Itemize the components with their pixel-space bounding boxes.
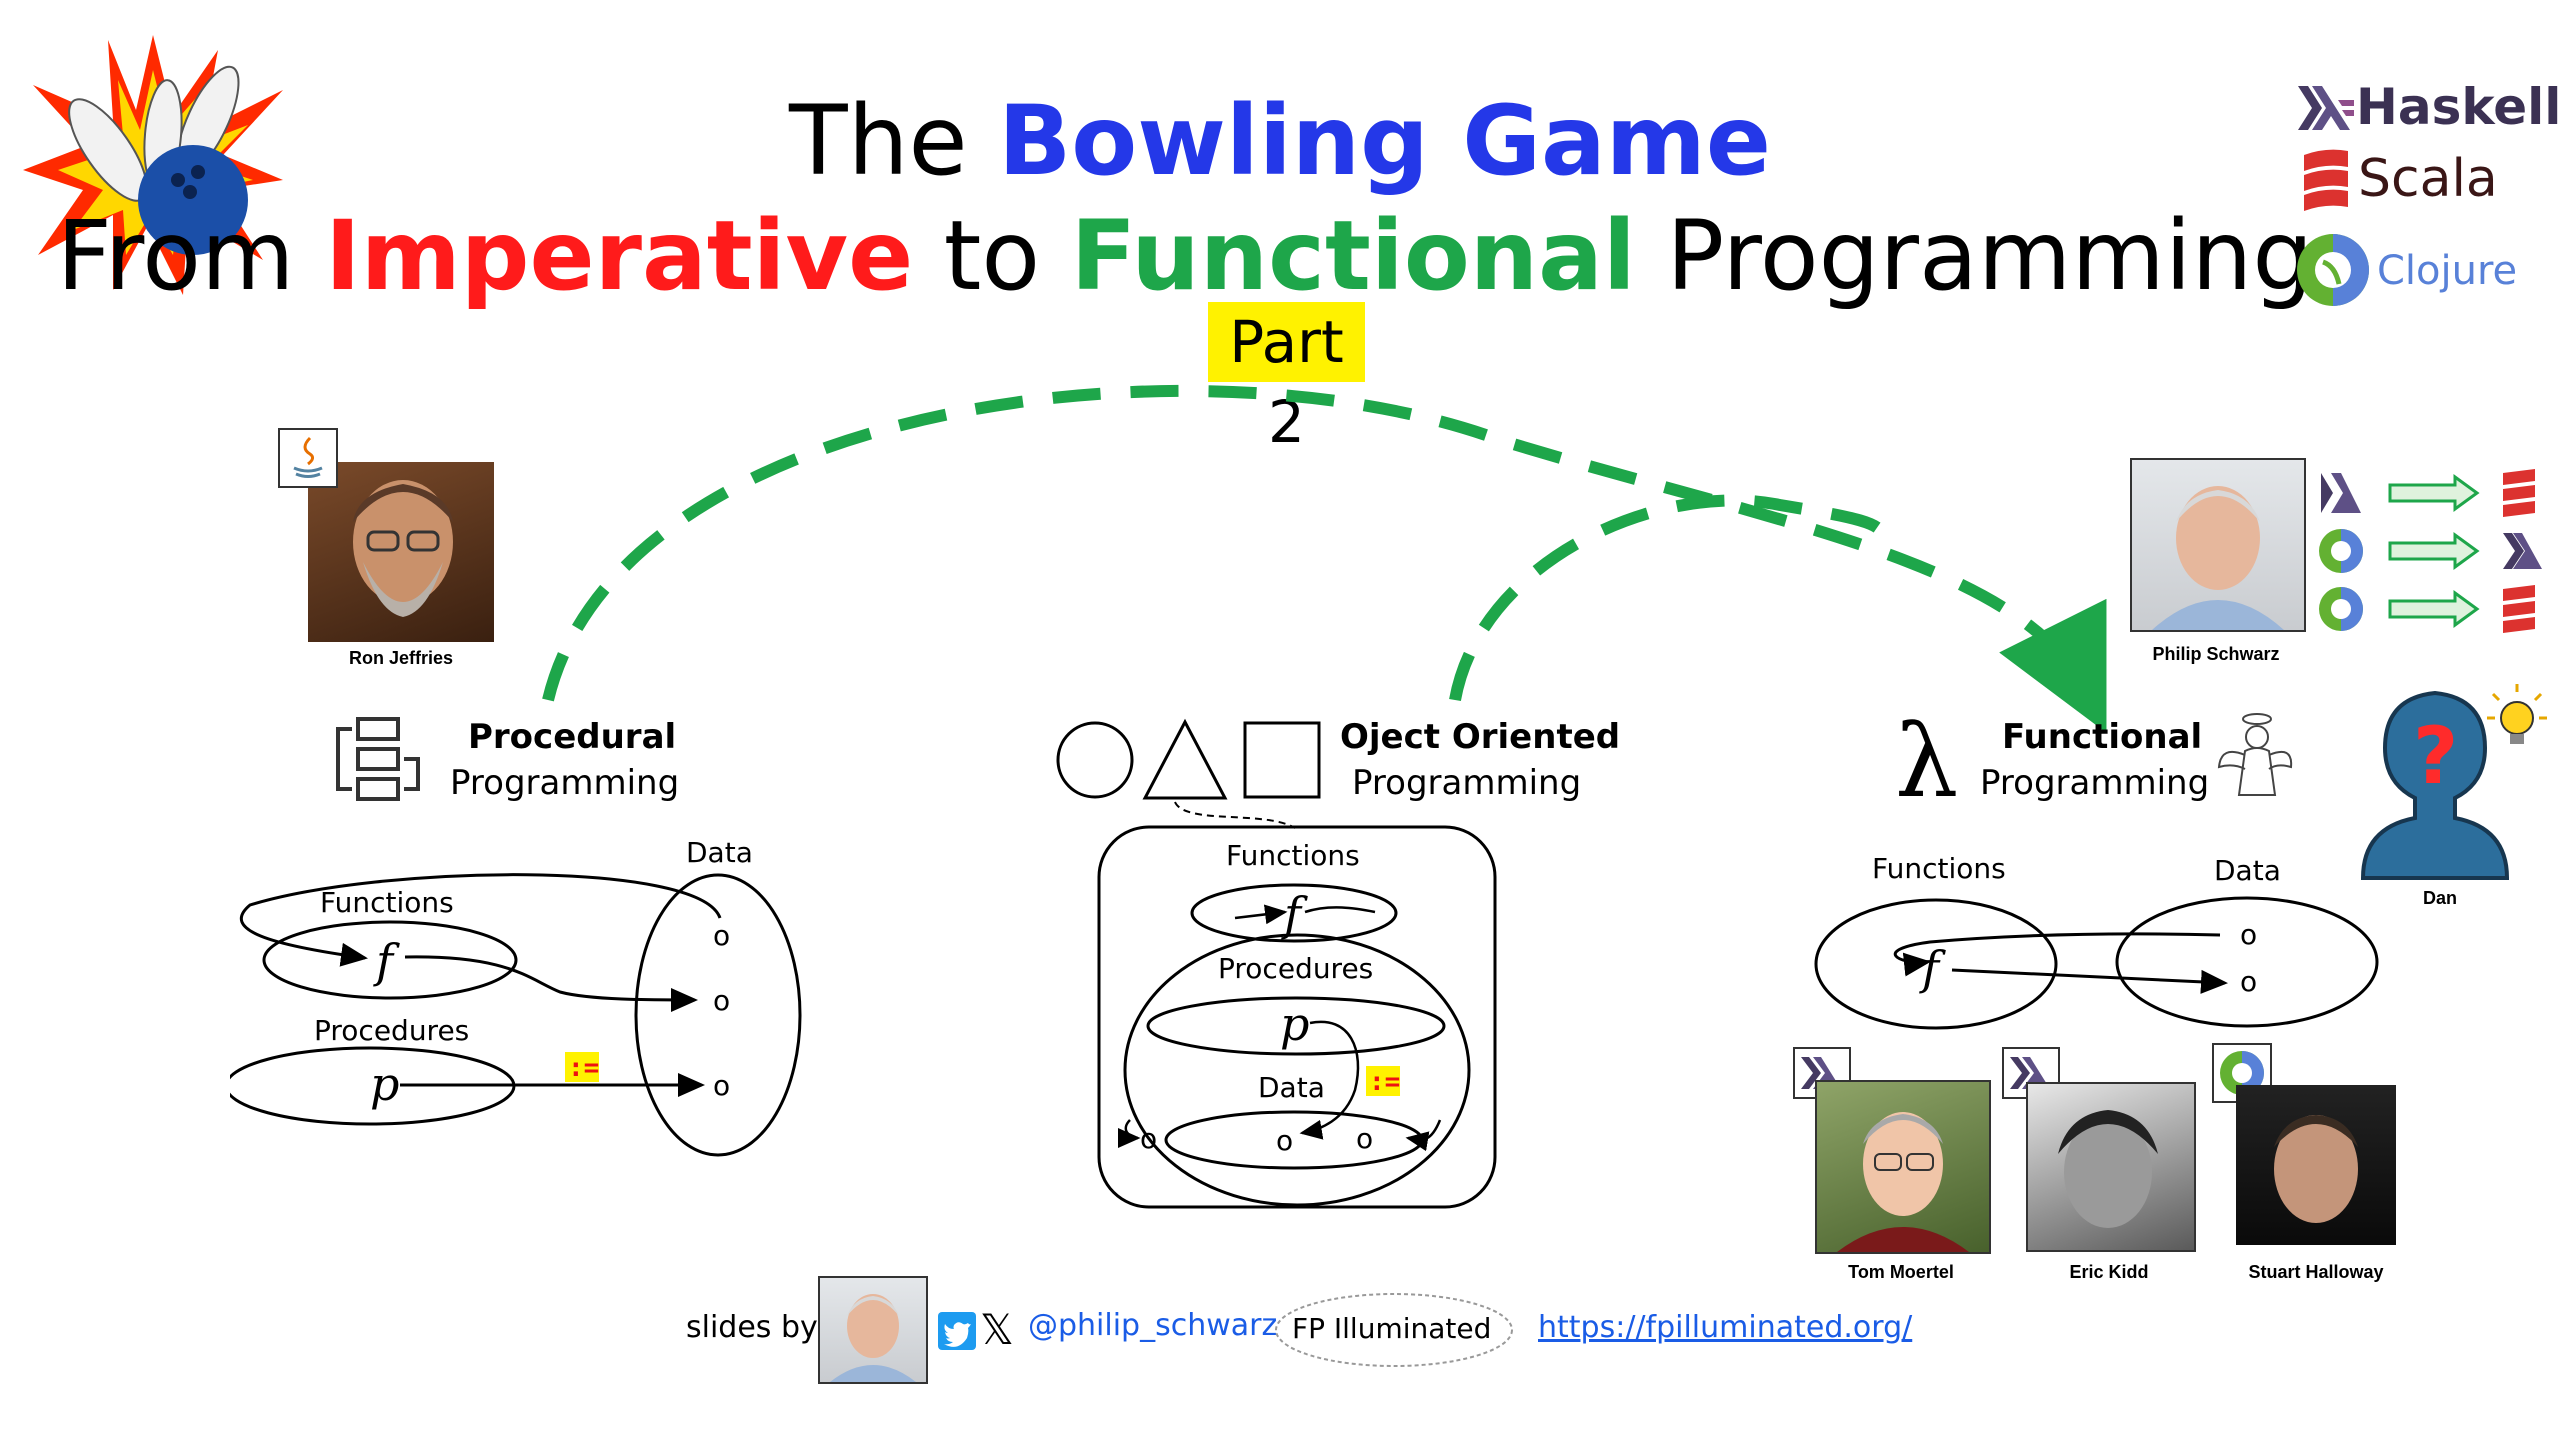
ron-jeffries-caption: Ron Jeffries [348,648,454,668]
procedural-data-label: Data [686,836,753,869]
oo-assign-icon: := [1369,1067,1400,1097]
oo-subtitle: Programming [1352,763,1582,803]
dan-caption: Dan [2422,888,2457,908]
stuart-clojure-badge [2212,1043,2272,1103]
stuart-halloway-photo [2236,1085,2396,1245]
procedural-icon [330,715,425,805]
oo-procedures-label: Procedures [1218,952,1373,985]
procedural-to-functional-arrow [542,384,2107,733]
lambda-icon: λ [1895,703,1959,820]
functional-functions-label: Functions [1872,852,2006,885]
functional-subtitle: Programming [1980,763,2210,803]
oo-data-item-2: o [1276,1124,1293,1157]
fp-illuminated-logo[interactable]: FP Illuminated [1274,1290,1514,1370]
clojure-logo: Clojure [2295,232,2555,312]
procedural-procedures-label: Procedures [314,1014,469,1047]
twitter-handle-link[interactable]: @philip_schwarz [1028,1308,1278,1343]
scala-label: Scala [2358,149,2498,209]
title-bowling-game: Bowling Game [998,85,1771,197]
oo-p: p [1280,997,1309,1051]
procedural-title: Procedural Programming [450,714,679,806]
eric-kidd-photo [2026,1082,2196,1252]
functional-title: Functional Programming [1980,714,2209,806]
philip-schwarz-caption: Philip Schwarz [2152,644,2280,664]
slides-by-label: slides by [686,1310,818,1345]
procedural-data-item-3: o [713,1069,730,1102]
angel-icon [2215,705,2295,805]
eric-kidd-caption: Eric Kidd [2069,1262,2149,1282]
oo-data-label: Data [1258,1071,1325,1104]
twitter-icon[interactable] [938,1312,976,1350]
title-to: to [913,200,1071,312]
procedural-data-item-2: o [713,984,730,1017]
procedural-p: p [370,1057,399,1111]
part-badge: Part 2 [1208,302,1365,456]
philip-schwarz-photo [2130,458,2306,632]
oo-title: Oject Oriented Programming [1340,714,1620,806]
title-line-2: From Imperative to Functional Programmin… [0,200,2465,312]
bowling-explosion-logo [18,30,288,300]
oo-shapes-icon [1055,710,1325,840]
procedural-f: f [373,934,400,988]
procedural-heading: Procedural [468,717,677,757]
procedural-subtitle: Programming [450,763,680,803]
procedural-assign-icon: := [568,1053,599,1083]
footer-author-photo [818,1276,928,1384]
haskell-logo: Haskell [2298,78,2560,138]
translation-rows [2315,465,2555,640]
dan-thinking-icon: ? [2355,678,2555,883]
title-functional: Functional [1070,200,1636,312]
haskell-to-scala-row [2321,469,2535,517]
tom-moertel-caption: Tom Moertel [1848,1262,1954,1282]
oo-f: f [1281,887,1308,941]
title-programming: Programming [1635,200,2314,312]
oo-data-item-1: o [1140,1122,1157,1155]
fp-illuminated-label: FP Illuminated [1292,1312,1492,1345]
oo-functions-label: Functions [1226,839,1360,872]
scala-icon [2304,149,2348,211]
svg-text:?: ? [2413,712,2458,802]
x-icon[interactable]: 𝕏 [980,1305,1014,1354]
procedural-data-item-1: o [713,919,730,952]
functional-data-label: Data [2214,854,2281,887]
oo-heading: Oject Oriented [1340,717,1621,757]
functional-data-item-1: o [2240,918,2257,951]
procedural-functions-label: Functions [320,886,454,919]
functional-data-item-2: o [2240,965,2257,998]
title-prefix: The [789,85,999,197]
ron-jeffries-photo [308,462,494,642]
clojure-icon [2297,234,2369,306]
scala-logo: Scala [2300,145,2560,215]
oo-to-functional-arrow [1449,494,1885,702]
procedural-diagram: Data Functions Procedures f p o o o := [230,836,802,1157]
functional-f: f [1919,941,1946,995]
title-line-1: The Bowling Game [0,85,2560,197]
haskell-label: Haskell [2356,78,2560,136]
functional-diagram: Functions Data f o o [1814,852,2379,1030]
oo-data-item-3: o [1356,1122,1373,1155]
clojure-to-scala-row [2319,585,2535,633]
oo-diagram: Functions Procedures Data f p o o o := [1097,825,1497,1209]
tom-moertel-photo [1815,1080,1991,1254]
title-imperative: Imperative [325,200,914,312]
title-from: From [56,200,326,312]
clojure-to-haskell-row [2319,529,2542,573]
haskell-icon [2298,86,2354,130]
java-icon [278,428,338,488]
oo-object-box [1097,825,1497,1209]
fpilluminated-url-link[interactable]: https://fpilluminated.org/ [1538,1310,1913,1345]
stuart-halloway-caption: Stuart Halloway [2248,1262,2384,1282]
clojure-label: Clojure [2377,248,2518,294]
functional-heading: Functional [2002,717,2203,757]
